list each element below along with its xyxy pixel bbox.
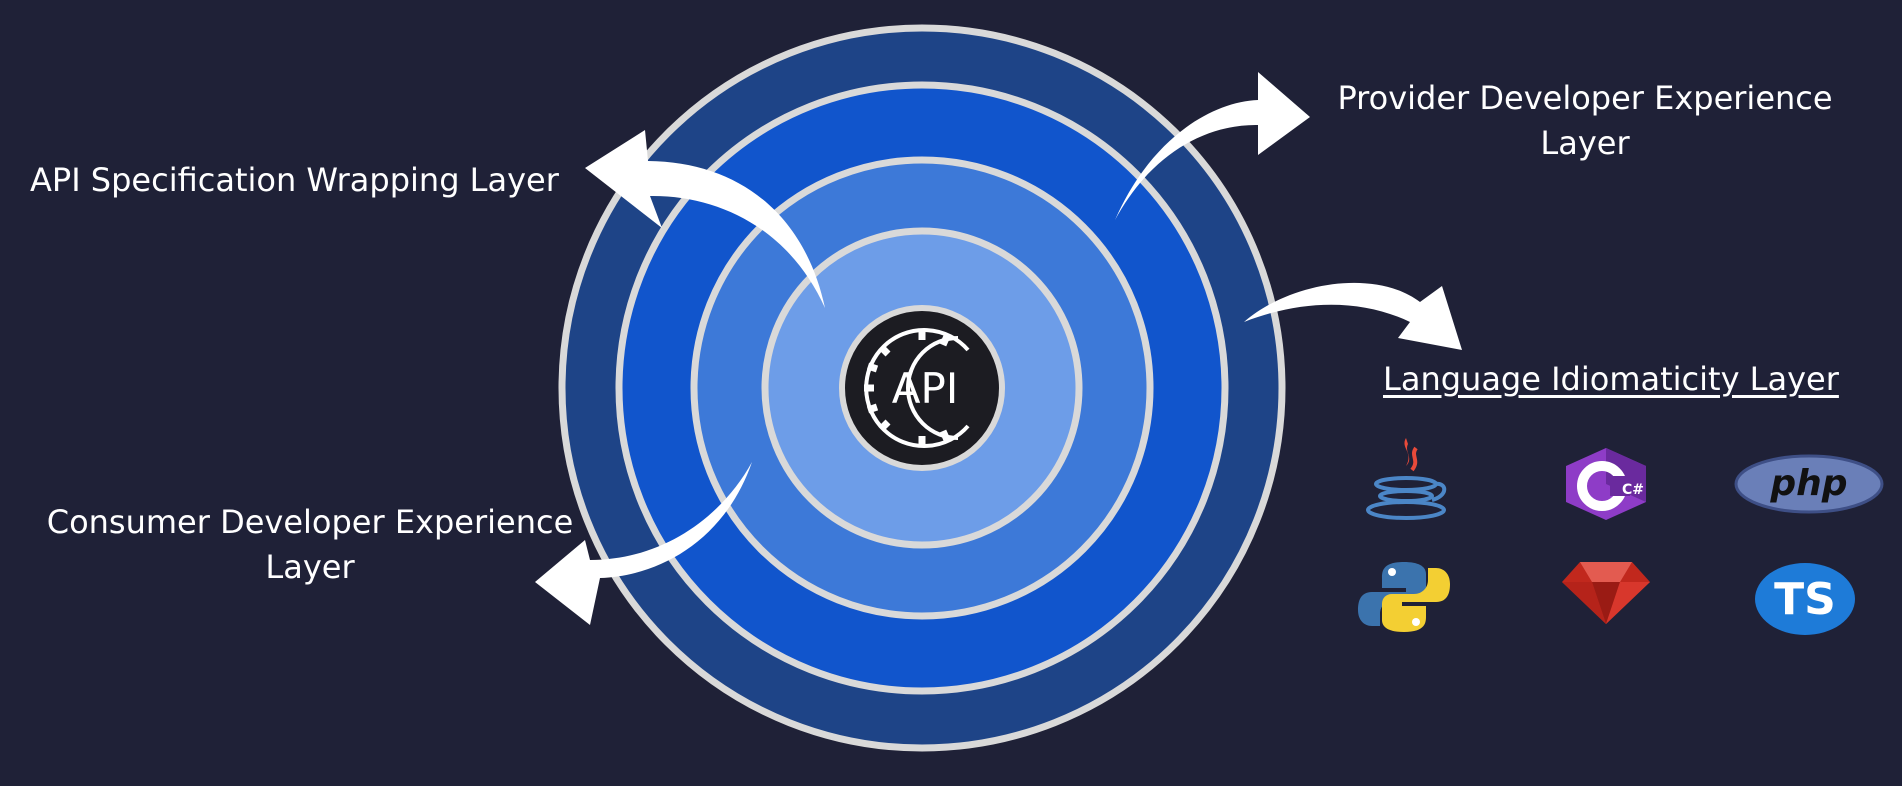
label-language: Language Idiomaticity Layer <box>1383 360 1839 398</box>
typescript-logo-text: TS <box>1774 574 1836 625</box>
csharp-logo: C# <box>1566 448 1646 520</box>
arrow-consumer <box>535 462 752 625</box>
label-api-spec: API Specification Wrapping Layer <box>30 161 559 199</box>
label-provider-line2: Layer <box>1540 124 1630 162</box>
label-provider-line1: Provider Developer Experience <box>1337 79 1833 117</box>
arrow-api-spec <box>585 130 825 308</box>
gear-icon <box>864 328 970 448</box>
arrow-language <box>1244 282 1462 350</box>
label-consumer-line2: Layer <box>265 548 355 586</box>
php-logo: php <box>1734 454 1884 514</box>
arrow-provider <box>1115 72 1310 220</box>
api-badge-text: API <box>892 364 958 413</box>
ruby-logo <box>1562 562 1650 624</box>
label-consumer-line1: Consumer Developer Experience <box>46 503 574 541</box>
csharp-logo-text: C# <box>1622 482 1644 498</box>
label-provider: Provider Developer Experience Layer <box>1330 76 1840 166</box>
label-consumer: Consumer Developer Experience Layer <box>40 500 580 590</box>
typescript-logo: TS <box>1755 563 1855 635</box>
python-logo <box>1358 562 1450 632</box>
java-logo <box>1366 438 1447 520</box>
php-logo-text: php <box>1769 463 1847 504</box>
